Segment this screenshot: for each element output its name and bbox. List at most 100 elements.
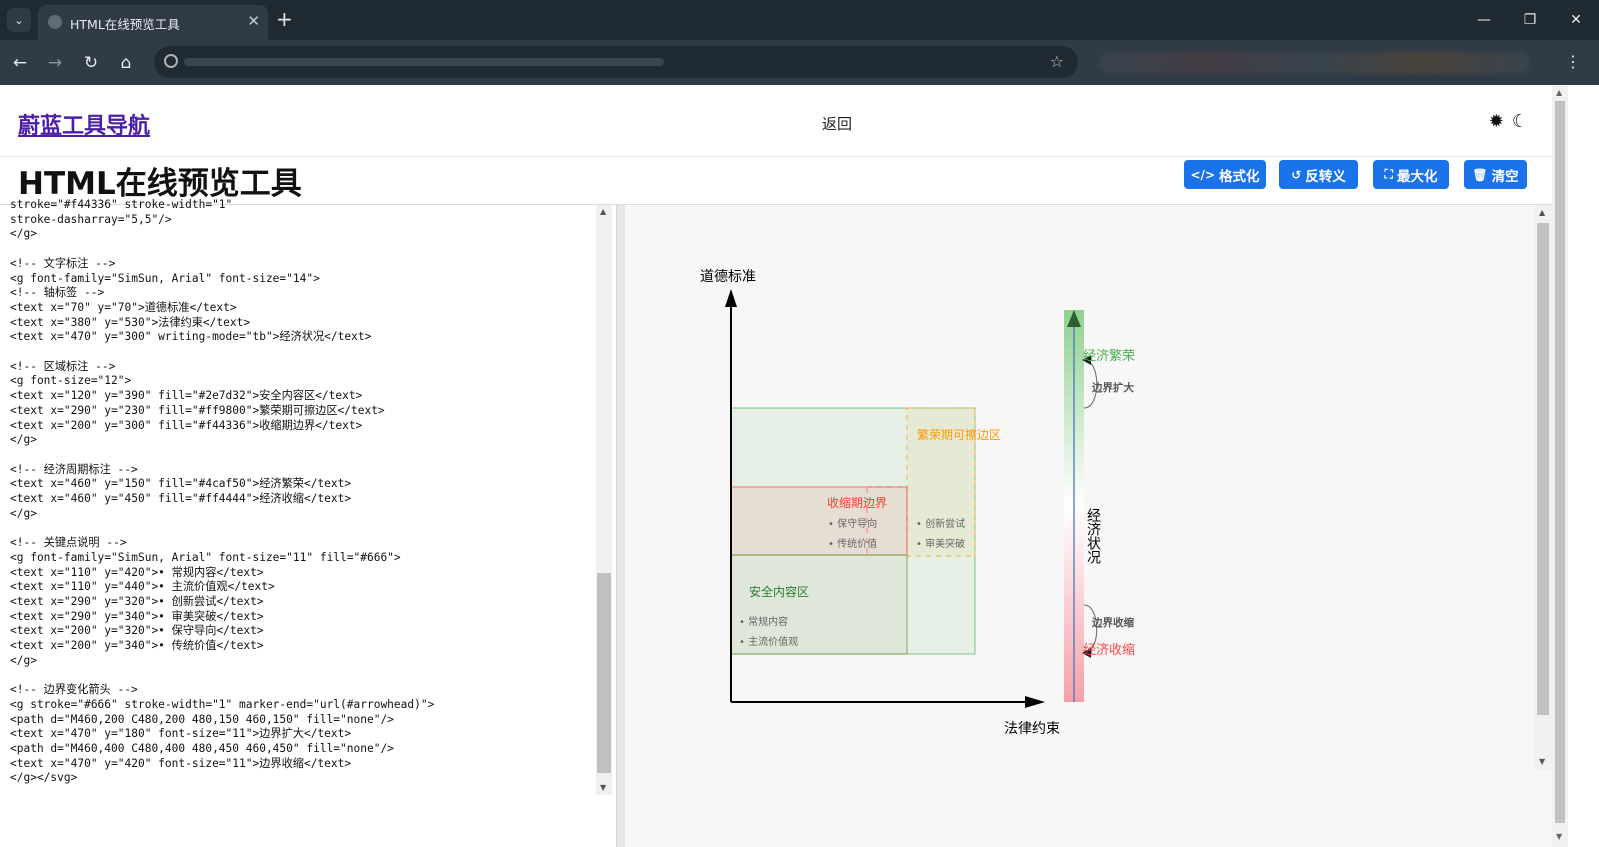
preview-diagram: 道德标准 法律约束 经济状况 安全内容区 繁荣期可擦边区 收缩期边界 经济繁荣 … [700,269,1135,737]
preview-scroll-thumb[interactable] [1537,223,1549,715]
reload-button[interactable]: ↻ [83,53,99,73]
clear-button[interactable]: 🗑 清空 [1464,160,1527,189]
bookmark-star-icon[interactable]: ☆ [1049,52,1064,71]
code-line: <text x="110" y="420">• 常规内容</text> [10,565,264,579]
code-line [10,242,434,257]
boom-zone-label: 繁荣期可擦边区 [917,427,1001,442]
format-button[interactable]: </> 格式化 [1184,160,1266,189]
shrink-boundary-arrowhead [1082,648,1091,658]
code-line: <!-- 经济周期标注 --> [10,462,138,476]
preview-pane: 道德标准 法律约束 经济状况 安全内容区 繁荣期可擦边区 收缩期边界 经济繁荣 … [625,205,1552,847]
shrink-boundary-label: 收缩期边界 [827,495,887,510]
restore-button[interactable]: ❐ [1523,12,1537,28]
page-scrollbar[interactable]: ▲ ▼ [1552,85,1568,847]
tab-close-icon[interactable]: ✕ [247,12,260,30]
clear-button-label: 清空 [1491,168,1519,185]
code-line: <text x="200" y="320">• 保守导向</text> [10,624,264,638]
code-line: <text x="290" y="340">• 审美突破</text> [10,609,264,623]
url-text-blurred [184,58,664,66]
minimize-button[interactable]: — [1477,12,1491,28]
undo-icon: ↺ [1291,167,1302,182]
browser-menu-icon[interactable]: ⋮ [1565,52,1581,71]
code-line: <g font-size="12"> [10,374,132,388]
expand-boundary-arrowhead [1082,355,1091,365]
code-line: <text x="200" y="300" fill="#f44336">收缩期… [10,418,363,432]
code-line: <g font-family="SimSun, Arial" font-size… [10,271,320,285]
tab-search-button[interactable]: ⌄ [7,8,31,32]
address-bar[interactable]: ☆ [154,46,1078,78]
maximize-button-label: 最大化 [1396,168,1438,185]
window-controls: — ❐ ✕ [1461,0,1599,40]
trash-icon: 🗑 [1472,167,1488,182]
safe-zone-label: 安全内容区 [749,584,809,599]
code-text[interactable]: stroke="#f44336" stroke-width="1"stroke-… [10,198,434,786]
sun-icon[interactable]: ✹ [1488,111,1504,132]
browser-tabstrip: ⌄ HTML在线预览工具 ✕ + — ❐ ✕ [0,0,1599,40]
browser-tab[interactable]: HTML在线预览工具 ✕ [38,5,268,40]
code-line: <!-- 边界变化箭头 --> [10,683,138,697]
scroll-up-icon[interactable]: ▲ [1539,208,1546,217]
extensions-area[interactable] [1100,52,1530,74]
home-button[interactable]: ⌂ [120,53,132,73]
code-line: <!-- 关键点说明 --> [10,536,127,550]
code-line: <g font-family="SimSun, Arial" font-size… [10,550,401,564]
format-button-label: 格式化 [1219,168,1260,185]
code-line: <text x="200" y="340">• 传统价值</text> [10,639,264,653]
back-button[interactable]: ← [12,53,28,73]
code-line: <text x="460" y="150" fill="#4caf50">经济繁… [10,477,352,491]
economy-axis-arrow [1067,310,1081,327]
code-line: <g stroke="#666" stroke-width="1" marker… [10,697,435,711]
new-tab-button[interactable]: + [276,7,293,31]
pane-splitter[interactable] [616,205,625,847]
code-editor[interactable]: stroke="#f44336" stroke-width="1"stroke-… [0,198,612,847]
scroll-down-icon[interactable]: ▼ [1556,832,1563,841]
unescape-button[interactable]: ↺ 反转义 [1279,160,1358,189]
code-line: <text x="470" y="300" writing-mode="tb">… [10,330,372,344]
x-axis-arrow [1025,696,1045,708]
boundary-expand-label: 边界扩大 [1091,381,1134,394]
code-line: <!-- 文字标注 --> [10,256,116,270]
forward-button[interactable]: → [47,53,63,73]
right-gutter [1568,85,1599,847]
note-traditional: • 传统价值 [828,537,877,550]
scroll-down-icon[interactable]: ▼ [600,783,607,792]
preview-scrollbar[interactable]: ▲ ▼ [1534,205,1552,770]
code-line [10,345,434,360]
moon-icon[interactable]: ☾ [1511,111,1528,132]
site-info-icon[interactable] [164,54,178,68]
safe-zone-rect [730,554,908,655]
page-scroll-thumb[interactable] [1555,101,1565,823]
y-axis-label: 道德标准 [700,269,756,285]
economy-shrink-label: 经济收缩 [1083,642,1135,658]
note-conservative: • 保守导向 [828,517,877,530]
back-link[interactable]: 返回 [822,115,853,133]
tool-header: HTML在线预览工具 </> 格式化 ↺ 反转义 ⛶ 最大化 🗑 清空 [0,157,1552,205]
scroll-up-icon[interactable]: ▲ [600,207,607,216]
scroll-up-icon[interactable]: ▲ [1556,88,1563,97]
editor-scrollbar[interactable]: ▲ ▼ [596,205,612,795]
browser-toolbar: ← → ↻ ⌂ ☆ ⋮ [0,40,1599,85]
code-line: <text x="470" y="420" font-size="11">边界收… [10,756,352,770]
code-line: stroke="#f44336" stroke-width="1" [10,198,233,211]
expand-icon: ⛶ [1384,167,1393,181]
code-line: </g> [10,506,37,520]
code-line: <text x="470" y="180" font-size="11">边界扩… [10,727,352,741]
site-title-link[interactable]: 蔚蓝工具导航 [18,114,151,139]
boundary-shrink-label: 边界收缩 [1091,616,1134,629]
y-axis-arrow [725,289,737,307]
code-line: <text x="380" y="530">法律约束</text> [10,315,251,329]
maximize-button[interactable]: ⛶ 最大化 [1373,160,1449,189]
code-line: <text x="290" y="230" fill="#ff9800">繁荣期… [10,403,385,417]
code-line: <text x="70" y="70">道德标准</text> [10,300,237,314]
code-icon: </> [1190,167,1216,182]
boom-zone-rect [730,407,976,655]
economy-boom-label: 经济繁荣 [1083,348,1135,364]
code-line [10,521,434,536]
tab-title: HTML在线预览工具 [70,17,180,32]
theme-switcher: ✹ ☾ [1489,111,1528,132]
close-window-button[interactable]: ✕ [1570,12,1582,28]
editor-scroll-thumb[interactable] [597,573,611,773]
scroll-down-icon[interactable]: ▼ [1539,757,1546,766]
code-line: <text x="110" y="440">• 主流价值观</text> [10,580,275,594]
code-line: <!-- 区域标注 --> [10,359,116,373]
